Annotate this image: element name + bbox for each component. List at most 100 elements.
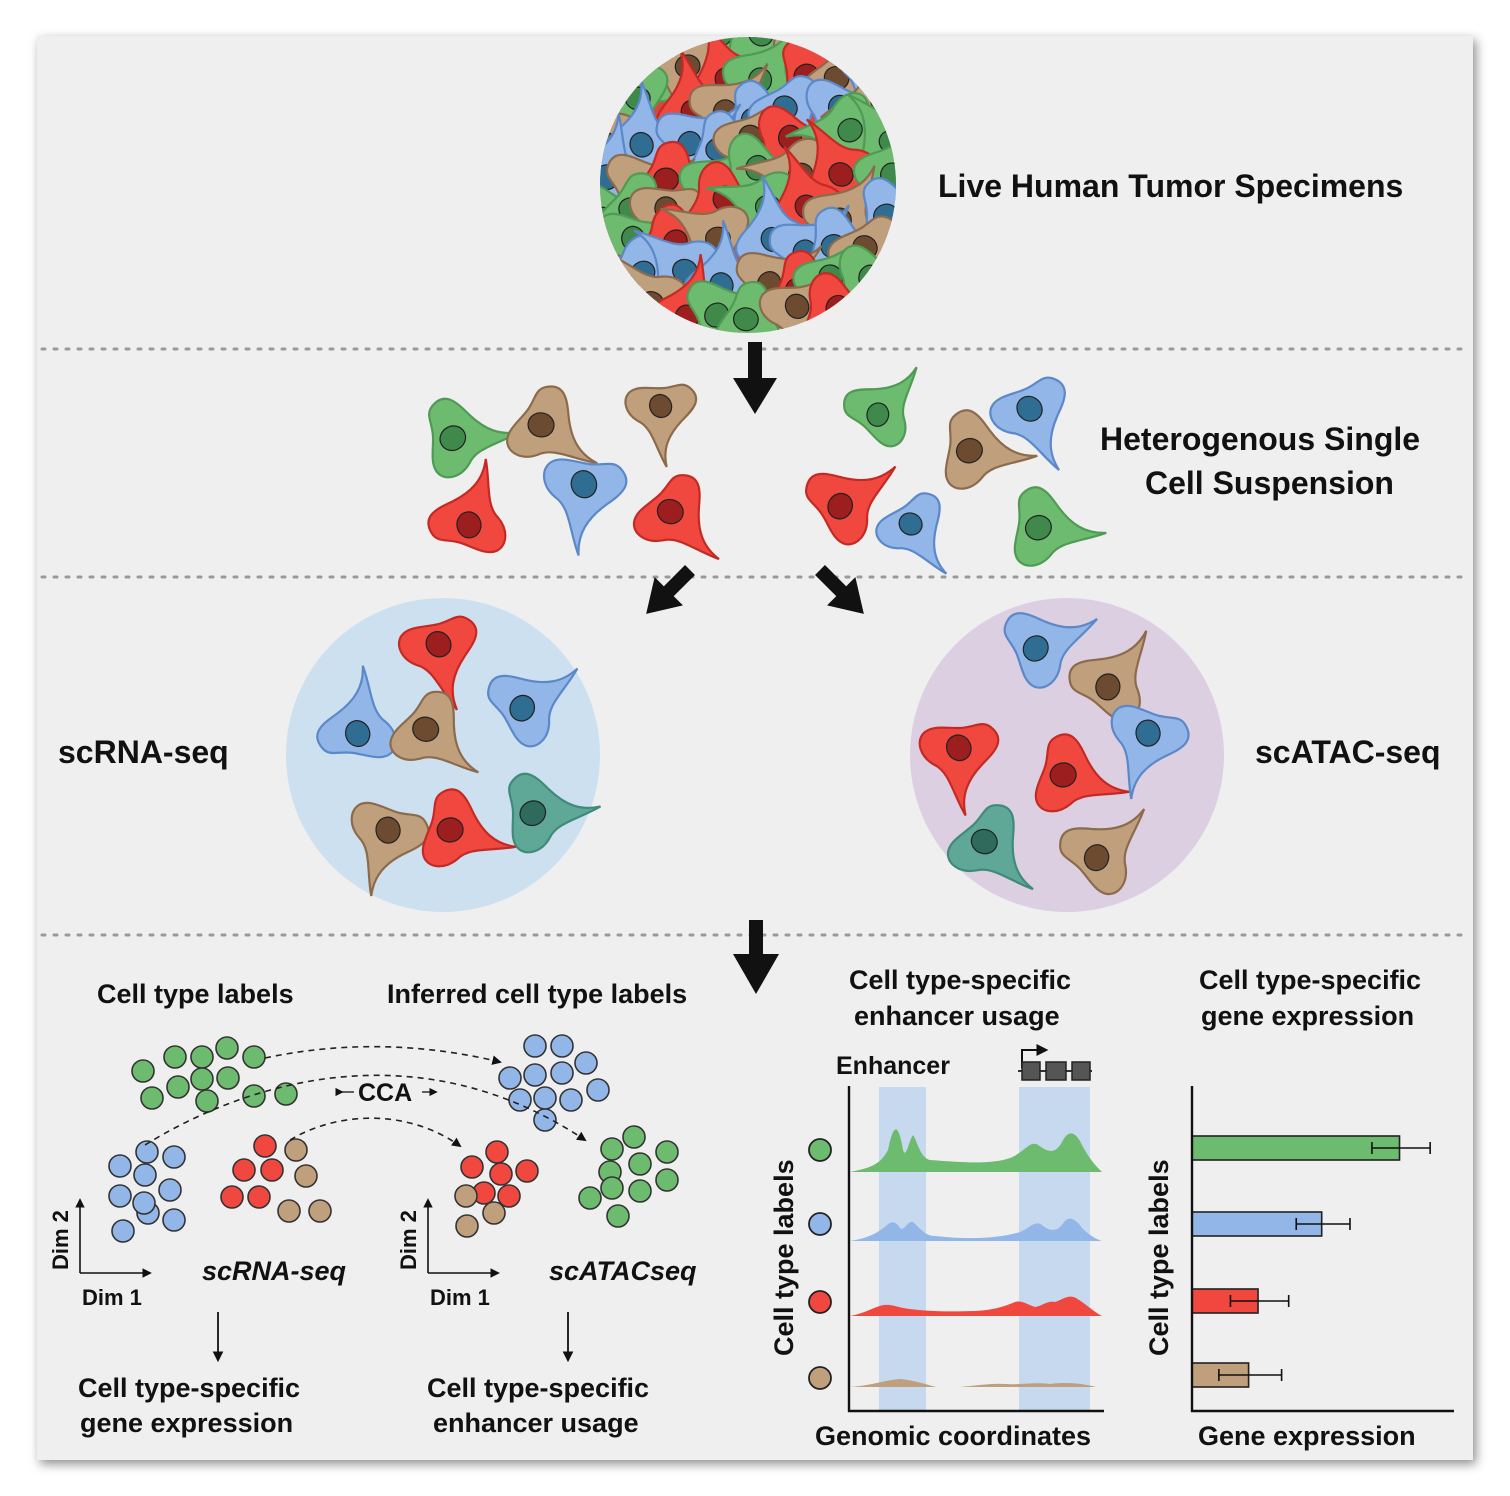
- embedding-dot: [242, 1084, 266, 1108]
- embedding-dot: [108, 1184, 132, 1208]
- embedding-dots: [108, 1034, 679, 1243]
- embedding-dot: [216, 1066, 240, 1090]
- enhancer-yaxis-label: Cell type labels: [769, 1159, 799, 1356]
- dim1-label-rna: Dim 1: [82, 1285, 142, 1310]
- suspension-cell-blue: [989, 376, 1066, 471]
- rna-output-line2: gene expression: [80, 1408, 293, 1438]
- embedding-dot: [232, 1158, 256, 1182]
- arrow-down-2: [733, 920, 779, 994]
- separators: [40, 347, 1470, 937]
- scrna-cell-tan: [389, 690, 479, 774]
- enhancer-band: [879, 1087, 926, 1412]
- embedding-dot: [220, 1185, 244, 1209]
- embedding-dot: [294, 1164, 318, 1188]
- embedding-dot: [166, 1075, 190, 1099]
- suspension-cell-tan: [506, 385, 598, 465]
- embedding-dot: [247, 1185, 271, 1209]
- embedding-dot: [135, 1140, 159, 1164]
- track-legend-dots: [808, 1138, 832, 1390]
- gex-xaxis-label: Gene expression: [1198, 1421, 1416, 1451]
- scatac-cell-tan: [1059, 808, 1146, 896]
- suspension-label-line2: Cell Suspension: [1145, 465, 1394, 501]
- arrow-right: [815, 565, 864, 614]
- scatac-cell-tan: [1068, 630, 1148, 722]
- embedding-dot: [253, 1134, 277, 1158]
- scatac-cell-blue: [1003, 612, 1098, 689]
- scatac-label: scATAC-seq: [1255, 734, 1441, 770]
- embedding-dot: [111, 1219, 135, 1243]
- scatac-cell-blue: [1110, 704, 1190, 800]
- track-red: [850, 1296, 1102, 1316]
- embedding-dot: [523, 1034, 547, 1058]
- scrna-cell-blue: [487, 667, 579, 748]
- embedding-dot: [140, 1086, 164, 1110]
- suspension-label-line1: Heterogenous Single: [1100, 421, 1420, 457]
- embedding-dot: [497, 1184, 521, 1208]
- scrna-cell-blue: [316, 665, 397, 759]
- tumor-cells: [600, 37, 896, 333]
- gex-yaxis-label: Cell type labels: [1144, 1159, 1174, 1356]
- suspension-cell-red: [805, 465, 897, 546]
- embedding-dot: [274, 1082, 298, 1106]
- scatac-italic-label: scATACseq: [549, 1256, 697, 1286]
- inferred-labels-title: Inferred cell type labels: [387, 979, 687, 1009]
- suspension-cell-blue: [543, 458, 628, 556]
- error-bar-red: [1229, 1295, 1290, 1307]
- embedding-dot: [489, 1162, 513, 1186]
- embedding-dot: [508, 1088, 532, 1112]
- embedding-dot: [163, 1045, 187, 1069]
- embedding-dot: [628, 1152, 652, 1176]
- embedding-dot: [578, 1186, 602, 1210]
- embedding-dot: [498, 1066, 522, 1090]
- gene-band: [1019, 1087, 1090, 1412]
- gex-panel-title-line2: gene expression: [1201, 1001, 1414, 1031]
- scatac-cells: [918, 612, 1190, 896]
- embedding-dot: [454, 1184, 478, 1208]
- cca-label: CCA: [335, 1079, 438, 1107]
- embedding-dot: [308, 1199, 332, 1223]
- embedding-dot: [533, 1108, 557, 1132]
- enhancer-axes: [847, 1086, 1104, 1413]
- suspension-cell-green: [428, 397, 522, 479]
- embedding-dot: [600, 1137, 624, 1161]
- scrna-label: scRNA-seq: [58, 734, 229, 770]
- embedding-dot: [550, 1061, 574, 1085]
- embedding-dot: [533, 1086, 557, 1110]
- embedding-dot: [277, 1199, 301, 1223]
- embedding-dot: [655, 1168, 679, 1192]
- embedding-dot: [132, 1191, 156, 1215]
- embedding-dot: [482, 1201, 506, 1225]
- embedding-dot: [586, 1078, 610, 1102]
- embedding-dot: [455, 1214, 479, 1238]
- scatac-cell-red: [918, 723, 1000, 817]
- embedding-dot: [260, 1158, 284, 1182]
- arrow-down-1: [733, 342, 777, 414]
- embedding-dot: [162, 1208, 186, 1232]
- embedding-dot: [215, 1036, 239, 1060]
- single-cell-suspension: [427, 366, 1107, 575]
- scatac-cell-teal: [946, 804, 1034, 891]
- dim-axes-rna: [75, 1198, 152, 1278]
- svg-text:CCA: CCA: [358, 1079, 412, 1107]
- tumor-cluster: [600, 37, 896, 333]
- embedding-dot: [485, 1140, 509, 1164]
- embedding-dot: [606, 1204, 630, 1228]
- bar-green: [1191, 1135, 1401, 1161]
- scrna-italic-label: scRNA-seq: [202, 1256, 347, 1286]
- error-bar-tan: [1218, 1369, 1283, 1381]
- embedding-dot: [190, 1067, 214, 1091]
- transfer-arrows: [144, 1045, 587, 1148]
- gene-icon: [1018, 1044, 1092, 1081]
- embedding-dot: [158, 1178, 182, 1202]
- error-bar-green: [1371, 1142, 1431, 1154]
- track-blue: [850, 1218, 1102, 1241]
- suspension-cell-red: [632, 474, 720, 561]
- atac-output-line1: Cell type-specific: [427, 1373, 649, 1403]
- embedding-dot: [523, 1063, 547, 1087]
- embedding-dot: [162, 1145, 186, 1169]
- track-green: [850, 1129, 1102, 1172]
- suspension-cell-blue: [875, 492, 948, 575]
- scrna-cell-red: [398, 615, 478, 711]
- gex-panel-title-line1: Cell type-specific: [1199, 965, 1421, 995]
